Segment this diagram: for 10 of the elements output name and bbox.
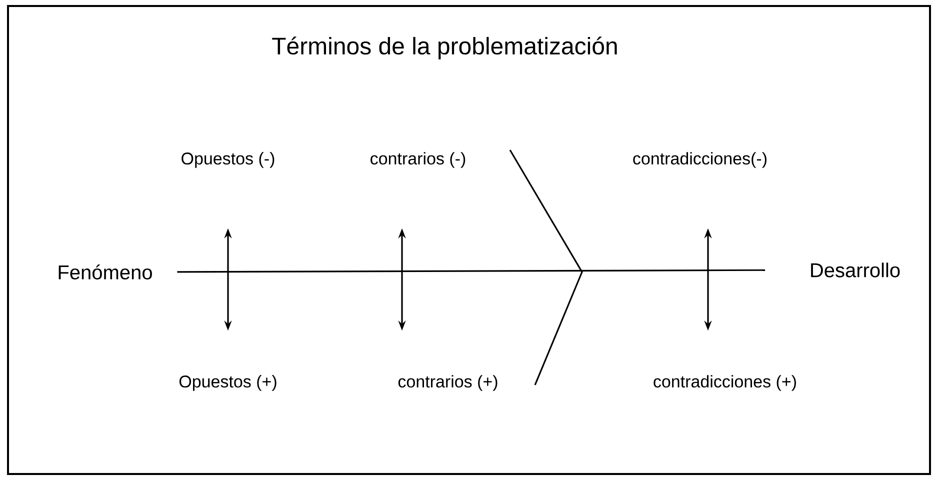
term-label: Opuestos (+): [179, 375, 276, 391]
term-label: Opuestos (-): [182, 152, 274, 168]
axis-line: [177, 269, 766, 273]
title: Términos de la problematización: [272, 36, 617, 60]
term-label: contradicciones (+): [654, 375, 796, 391]
term-label: contrarios (+): [398, 375, 498, 391]
term-label: contradicciones(-): [633, 152, 766, 168]
term-label: contrarios (-): [370, 152, 466, 168]
term-label: Desarrollo: [811, 262, 900, 278]
term-label: Fenómeno: [58, 264, 152, 280]
